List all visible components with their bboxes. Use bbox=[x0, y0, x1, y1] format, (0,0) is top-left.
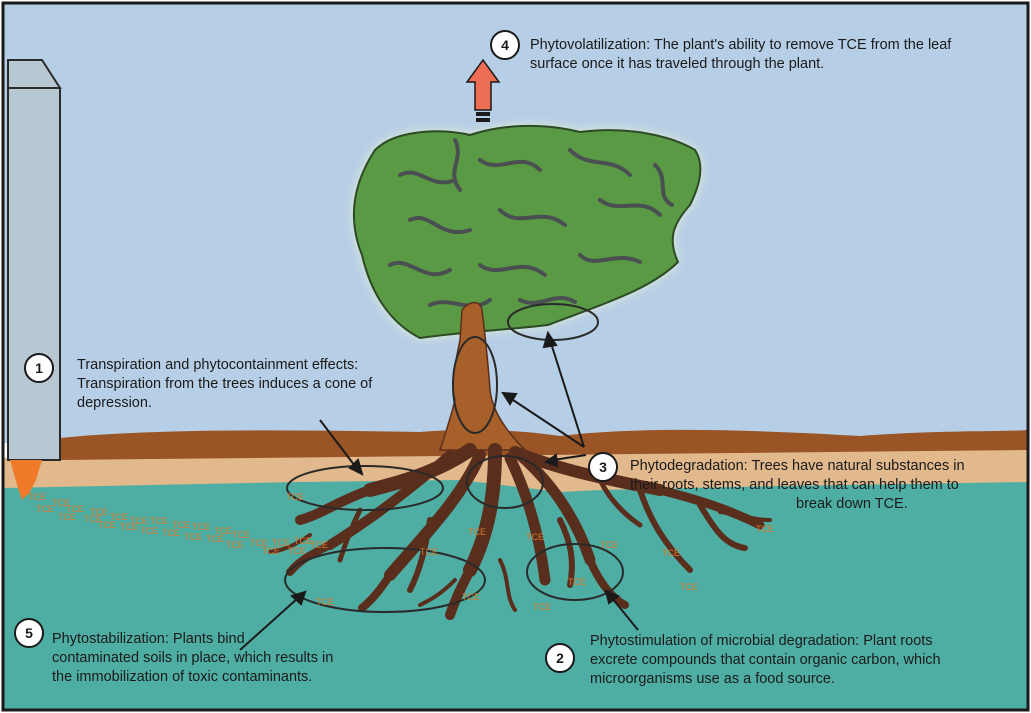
tce-label: TCE bbox=[533, 602, 551, 612]
process-5-title: Phytostabilization: Plants bind bbox=[52, 630, 333, 649]
process-2-line-2: microorganisms use as a food source. bbox=[590, 670, 941, 689]
process-2-title: Phytostimulation of microbial degradatio… bbox=[590, 632, 941, 651]
process-1-line-2: depression. bbox=[77, 394, 372, 413]
tce-label: TCE bbox=[316, 597, 334, 607]
tce-label: TCE bbox=[526, 532, 544, 542]
tce-label: TCE bbox=[420, 547, 438, 557]
tce-label: TCE bbox=[680, 582, 698, 592]
tce-label: TCE bbox=[162, 528, 180, 538]
tce-label: TCE bbox=[226, 540, 244, 550]
tce-label: TCE bbox=[286, 492, 304, 502]
tce-label: TCE bbox=[98, 520, 116, 530]
tce-label: TCE bbox=[120, 522, 138, 532]
process-1-title: Transpiration and phytocontainment effec… bbox=[77, 356, 372, 375]
process-1-number: 1 bbox=[24, 353, 54, 383]
process-3-caption: Phytodegradation: Trees have natural sub… bbox=[630, 457, 965, 514]
process-3-number: 3 bbox=[588, 452, 618, 482]
process-2-line-1: excrete compounds that contain organic c… bbox=[590, 651, 941, 670]
process-1-caption: Transpiration and phytocontainment effec… bbox=[77, 356, 372, 413]
process-3-title: Phytodegradation: Trees have natural sub… bbox=[630, 457, 965, 476]
process-3-line-1: their roots, stems, and leaves that can … bbox=[630, 476, 965, 495]
tce-label: TCE bbox=[262, 546, 280, 556]
tce-label: TCE bbox=[568, 577, 586, 587]
tce-label: TCE bbox=[756, 524, 774, 534]
process-3-line-2: break down TCE. bbox=[630, 495, 965, 514]
tce-label: TCE bbox=[468, 527, 486, 537]
tce-label: TCE bbox=[600, 540, 618, 550]
process-1-line-1: Transpiration from the trees induces a c… bbox=[77, 375, 372, 394]
process-5-line-2: the immobilization of toxic contaminants… bbox=[52, 668, 333, 687]
process-5-line-1: contaminated soils in place, which resul… bbox=[52, 649, 333, 668]
process-5-number: 5 bbox=[14, 618, 44, 648]
process-4-caption: Phytovolatilization: The plant's ability… bbox=[530, 36, 951, 74]
tce-label: TCE bbox=[192, 522, 210, 532]
tce-label: TCE bbox=[288, 546, 306, 556]
tce-label: TCE bbox=[462, 592, 480, 602]
tce-label: TCE bbox=[232, 530, 250, 540]
tce-label: TCE bbox=[310, 540, 328, 550]
process-4-number: 4 bbox=[490, 30, 520, 60]
tce-label: TCE bbox=[150, 516, 168, 526]
process-4-line-1: surface once it has traveled through the… bbox=[530, 55, 951, 74]
tce-label: TCE bbox=[662, 548, 680, 558]
process-2-caption: Phytostimulation of microbial degradatio… bbox=[590, 632, 941, 689]
tce-label: TCE bbox=[28, 492, 46, 502]
tce-label: TCE bbox=[206, 534, 224, 544]
tce-label: TCE bbox=[36, 504, 54, 514]
tce-label: TCE bbox=[58, 512, 76, 522]
tce-label: TCE bbox=[184, 532, 202, 542]
tce-label: TCE bbox=[140, 526, 158, 536]
process-2-number: 2 bbox=[545, 643, 575, 673]
monitoring-well bbox=[8, 60, 60, 460]
process-5-caption: Phytostabilization: Plants bind contamin… bbox=[52, 630, 333, 687]
process-4-title: Phytovolatilization: The plant's ability… bbox=[530, 36, 951, 55]
